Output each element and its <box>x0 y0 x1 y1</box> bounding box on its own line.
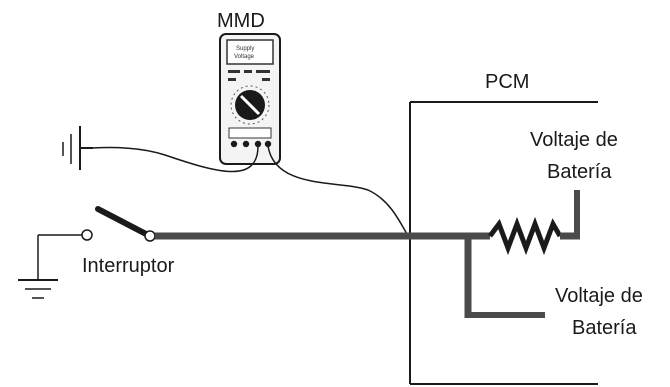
meter-display-line2: Voltage <box>234 54 255 60</box>
voltage-2-label-line2: Batería <box>572 317 637 339</box>
meter-jack <box>242 140 250 148</box>
meter-jack <box>254 140 262 148</box>
switch-terminal <box>81 229 93 241</box>
voltage-2-label-line1: Voltaje de <box>555 285 643 307</box>
switch-label: Interruptor <box>82 255 175 277</box>
meter-display-line1: Supply <box>236 46 254 52</box>
switch-ground-icon <box>18 234 82 299</box>
resistor-icon <box>488 216 563 256</box>
switch-lever <box>95 206 151 238</box>
probe-ground-icon <box>62 126 93 170</box>
meter-lead-pcm <box>267 145 409 237</box>
multimeter: Supply Voltage <box>219 33 281 165</box>
pcm-module <box>409 101 598 385</box>
meter-jack <box>230 140 238 148</box>
switch-pivot <box>144 230 156 242</box>
meter-label: MMD <box>217 10 265 32</box>
voltage-1-label-line2: Batería <box>547 161 612 183</box>
meter-jack <box>264 140 272 148</box>
meter-lead-ground <box>91 145 259 173</box>
pcm-label: PCM <box>485 71 529 93</box>
meter-display <box>226 39 274 65</box>
voltage-1-label-line1: Voltaje de <box>530 129 618 151</box>
